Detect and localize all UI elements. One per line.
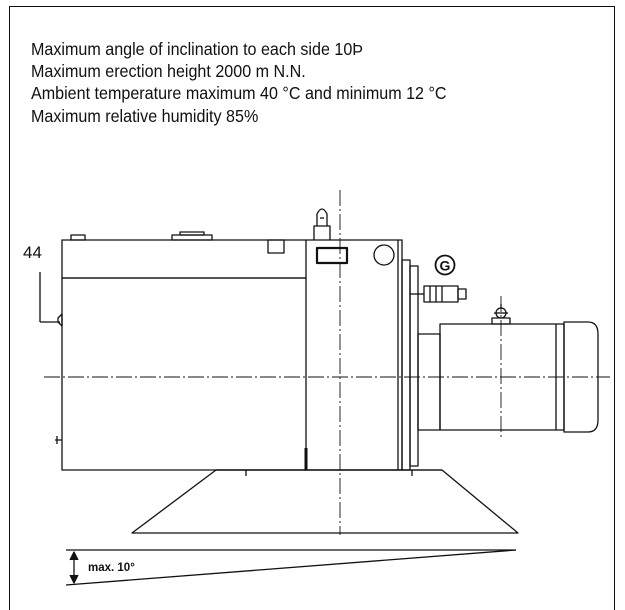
- spec-erection-height: Maximum erection height 2000 m N.N.: [31, 61, 306, 82]
- dimension-leader: [39, 272, 60, 323]
- dimension-label: 44: [23, 243, 42, 262]
- pump-housing: [306, 208, 403, 471]
- connection-marker-g: G: [434, 254, 456, 276]
- base-plate: [131, 469, 519, 534]
- motor: [439, 304, 599, 433]
- center-lines: [44, 190, 610, 535]
- angle-label: max. 10°: [88, 562, 135, 574]
- pump-oil-casing: [55, 231, 308, 471]
- inclination-indicator: [65, 549, 517, 586]
- gas-ballast-valve: [410, 285, 467, 303]
- connection-label: G: [440, 258, 451, 274]
- spec-ambient-temperature: Ambient temperature maximum 40 °C and mi…: [31, 83, 447, 104]
- coupling-flange: [401, 259, 441, 471]
- spec-relative-humidity: Maximum relative humidity 85%: [31, 105, 259, 126]
- specifications-text: Maximum angle of inclination to each sid…: [31, 38, 447, 127]
- spec-inclination: Maximum angle of inclination to each sid…: [31, 39, 364, 59]
- figure-frame: [9, 6, 615, 610]
